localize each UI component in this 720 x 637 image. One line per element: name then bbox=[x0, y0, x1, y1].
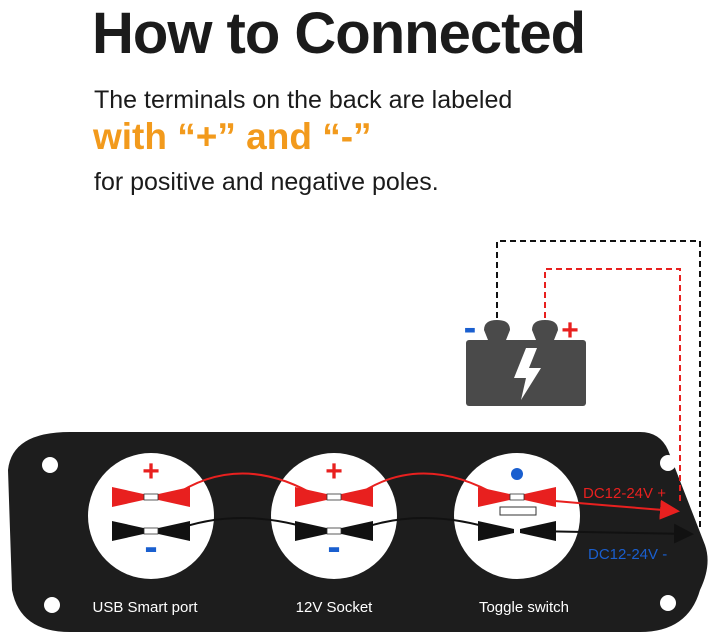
port-disc-usb bbox=[88, 453, 214, 579]
port-label-toggle: Toggle switch bbox=[479, 599, 569, 616]
description-line-2-highlight: with “+” and “-” bbox=[93, 116, 372, 157]
indicator-dot bbox=[511, 468, 523, 480]
battery-plus-sign: + bbox=[561, 314, 579, 347]
positive-output-wire bbox=[531, 498, 680, 520]
usb-minus-sign: - bbox=[144, 525, 157, 569]
negative-jumper-wire bbox=[354, 517, 501, 532]
battery-minus-sign: - bbox=[464, 307, 477, 349]
port-label-usb: USB Smart port bbox=[92, 599, 198, 616]
mounting-hole bbox=[660, 455, 676, 471]
toggle-switch-lever bbox=[499, 506, 537, 516]
mounting-hole bbox=[44, 597, 60, 613]
description-line-3: for positive and negative poles. bbox=[94, 168, 439, 196]
port-disc-toggle bbox=[454, 453, 580, 579]
usb-plus-sign: + bbox=[142, 455, 160, 488]
positive-supply-label: DC12-24V + bbox=[583, 485, 666, 502]
description-line-1: The terminals on the back are labeled bbox=[94, 86, 513, 114]
toggle-positive-terminal bbox=[478, 487, 556, 507]
battery-positive-dashed-line bbox=[544, 268, 681, 505]
mounting-hole bbox=[42, 457, 58, 473]
mounting-hole bbox=[660, 595, 676, 611]
negative-jumper-wire bbox=[171, 517, 319, 532]
port-disc-socket bbox=[271, 453, 397, 579]
negative-output-wire bbox=[531, 523, 694, 544]
socket-plus-sign: + bbox=[325, 455, 343, 488]
socket-minus-sign: - bbox=[327, 525, 340, 569]
battery-icon bbox=[466, 320, 586, 406]
negative-supply-label: DC12-24V - bbox=[588, 546, 667, 563]
page-title: How to Connected bbox=[92, 1, 586, 66]
positive-jumper-wire bbox=[171, 472, 319, 498]
positive-jumper-wire bbox=[354, 472, 501, 498]
battery-negative-dashed-line bbox=[496, 240, 701, 530]
port-label-socket: 12V Socket bbox=[296, 599, 374, 616]
